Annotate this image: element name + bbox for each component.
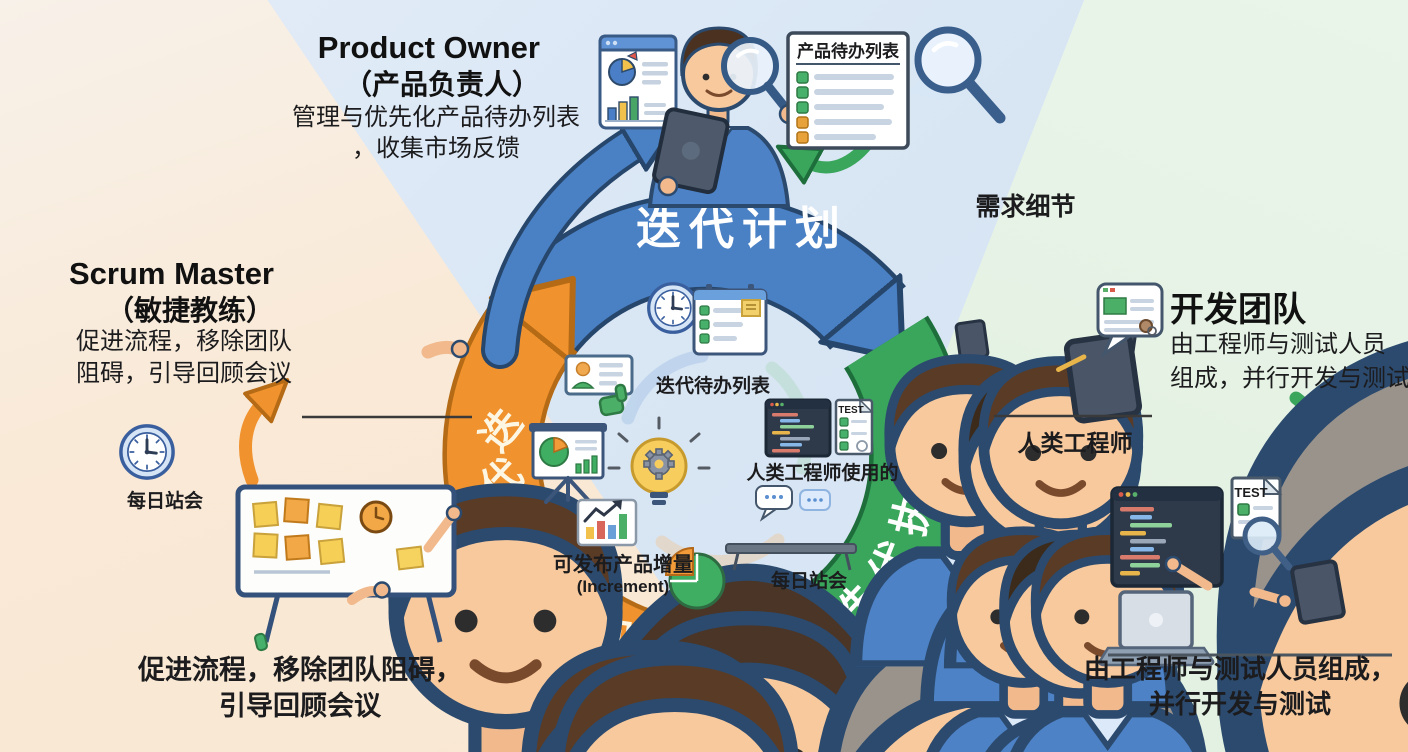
engineer-tools-icon: TEST xyxy=(764,398,874,458)
pair-testing-scene: TEST xyxy=(1098,475,1392,667)
po-desc-line1: 管理与优先化产品待办列表 xyxy=(292,104,580,131)
product-backlog-title: 产品待办列表 xyxy=(797,41,900,61)
arrow-to-product-owner xyxy=(485,140,640,365)
iteration-backlog-label: 迭代待办列表 xyxy=(655,376,770,397)
requirements-magnifier-icon xyxy=(914,26,1006,124)
sticky-notes xyxy=(251,497,425,571)
scrum-master-title: Scrum Master xyxy=(68,256,274,291)
sm-desc-line1: 促进流程，移除团队 xyxy=(76,328,292,355)
sm-desc-line2: 阻碍，引导回顾会议 xyxy=(76,360,292,388)
product-owner-title: Product Owner xyxy=(317,30,540,65)
daily-standup-left-label: 每日站会 xyxy=(126,491,203,512)
review-easel-icon xyxy=(529,423,607,504)
dev-team-title: 开发团队 xyxy=(1170,291,1306,329)
human-engineer-label: 人类工程师 xyxy=(1017,430,1133,456)
daily-standup-center-icon xyxy=(725,485,1211,752)
po-tablet-icon xyxy=(652,107,730,195)
increment-pie-icon xyxy=(664,546,726,610)
human-engineer-figure xyxy=(994,331,1152,424)
po-desc-line2: ，收集市场反馈 xyxy=(352,135,520,163)
dev-team-caption: 由工程师与测试人员组成， 并行开发与测试 xyxy=(1075,652,1405,722)
dev-caption-line2: 并行开发与测试 xyxy=(1148,689,1331,720)
dev-team-description: 由工程师与测试人员 组成，并行开发与测试 xyxy=(1170,328,1408,395)
scrum-master-subtitle: （敏捷教练） xyxy=(105,295,274,326)
growth-chart-icon xyxy=(576,498,638,547)
id-card-approval-icon xyxy=(564,354,634,417)
scrum-master-figure xyxy=(302,341,1408,752)
engineer-tools-label: 人类工程师使用的 xyxy=(746,463,899,484)
dashboard-window-icon xyxy=(598,34,678,130)
backlog-rows xyxy=(796,71,894,144)
increment-line1: 可发布产品增量 xyxy=(553,554,693,576)
engineer-speech-bubble xyxy=(1096,282,1164,359)
dev-caption-line1: 由工程师与测试人员组成， xyxy=(1083,654,1396,684)
retrospective-whiteboard-scene xyxy=(235,484,1278,752)
product-backlog-panel: 产品待办列表 xyxy=(786,31,910,150)
product-owner-subtitle: （产品负责人） xyxy=(343,69,540,100)
daily-standup-center-label: 每日站会 xyxy=(770,571,847,592)
test-doc-title: TEST xyxy=(1234,485,1267,500)
dev-desc-line1: 由工程师与测试人员 xyxy=(1170,331,1386,358)
scrum-master-description: 促进流程，移除团队 阻碍，引导回顾会议 xyxy=(76,326,326,391)
product-owner-figure xyxy=(647,26,800,208)
test-doc-title: TEST xyxy=(838,405,864,416)
sm-caption-line2: 引导回顾会议 xyxy=(219,691,381,722)
iteration-backlog-icon xyxy=(647,282,1173,708)
scrum-master-caption: 促进流程，移除团队阻碍， 引导回顾会议 xyxy=(110,652,490,725)
increment-line2: (Increment) xyxy=(576,577,670,596)
requirement-details-label: 需求细节 xyxy=(975,193,1076,221)
clock-icon xyxy=(119,424,175,480)
idea-bulb-icon xyxy=(607,416,711,505)
arrow-to-scrum-master xyxy=(239,377,290,487)
increment-label: 可发布产品增量 (Increment) xyxy=(538,548,708,597)
dev-desc-line2: 组成，并行开发与测试 xyxy=(1170,364,1408,392)
product-owner-description: 管理与优先化产品待办列表 ，收集市场反馈 xyxy=(268,102,604,164)
sm-caption-line1: 促进流程，移除团队阻碍， xyxy=(138,655,462,685)
scene-magnifier-icon xyxy=(1242,516,1293,571)
clock-icon xyxy=(647,282,699,334)
arc-label-planning: 迭代计划 xyxy=(636,203,848,254)
